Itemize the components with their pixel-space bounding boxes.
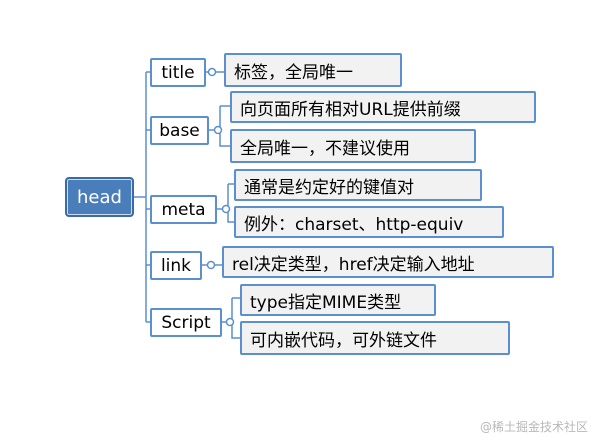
branch-label: Script (161, 312, 211, 333)
leaf-label: type指定MIME类型 (250, 292, 402, 313)
script-junction (225, 317, 235, 327)
meta-junction (221, 204, 231, 214)
branch-label: base (159, 120, 200, 141)
leaf-label: 标签，全局唯一 (234, 62, 353, 83)
root-connector (134, 72, 147, 322)
leaf-label: 向页面所有相对URL提供前缀 (240, 99, 461, 120)
branch-node-title[interactable]: title (150, 58, 206, 87)
leaf-label: rel决定类型，href决定输入地址 (232, 254, 475, 275)
base-junction (213, 125, 223, 135)
branch-node-script[interactable]: Script (150, 308, 222, 337)
watermark-text: @稀土掘金技术社区 (479, 420, 588, 434)
leaf-node-base-0[interactable]: 向页面所有相对URL提供前缀 (230, 91, 536, 123)
leaf-node-link-0[interactable]: rel决定类型，href决定输入地址 (222, 246, 554, 278)
root-node-head[interactable]: head (65, 177, 134, 217)
leaf-node-base-1[interactable]: 全局唯一，不建议使用 (230, 129, 476, 163)
leaf-node-script-0[interactable]: type指定MIME类型 (240, 284, 436, 316)
leaf-node-title-0[interactable]: 标签，全局唯一 (224, 53, 402, 87)
title-junction (207, 67, 217, 77)
branch-label: title (161, 62, 195, 83)
branch-node-link[interactable]: link (150, 251, 202, 280)
root-label: head (77, 186, 122, 208)
leaf-label: 可内嵌代码，可外链文件 (250, 330, 437, 351)
branch-node-base[interactable]: base (150, 116, 209, 145)
leaf-label: 全局唯一，不建议使用 (240, 138, 410, 159)
branch-label: meta (161, 199, 206, 220)
leaf-label: 例外：charset、http-equiv (244, 214, 464, 235)
leaf-label: 通常是约定好的键值对 (244, 177, 414, 198)
branch-connectors (146, 71, 150, 323)
leaf-node-script-1[interactable]: 可内嵌代码，可外链文件 (240, 321, 510, 355)
branch-node-meta[interactable]: meta (150, 195, 217, 224)
meta-leaf-connector (217, 183, 234, 223)
base-leaf-connector (209, 105, 230, 147)
branch-label: link (160, 255, 192, 276)
leaf-node-meta-1[interactable]: 例外：charset、http-equiv (234, 206, 504, 238)
link-junction (206, 260, 216, 270)
leaf-node-meta-0[interactable]: 通常是约定好的键值对 (234, 169, 482, 201)
